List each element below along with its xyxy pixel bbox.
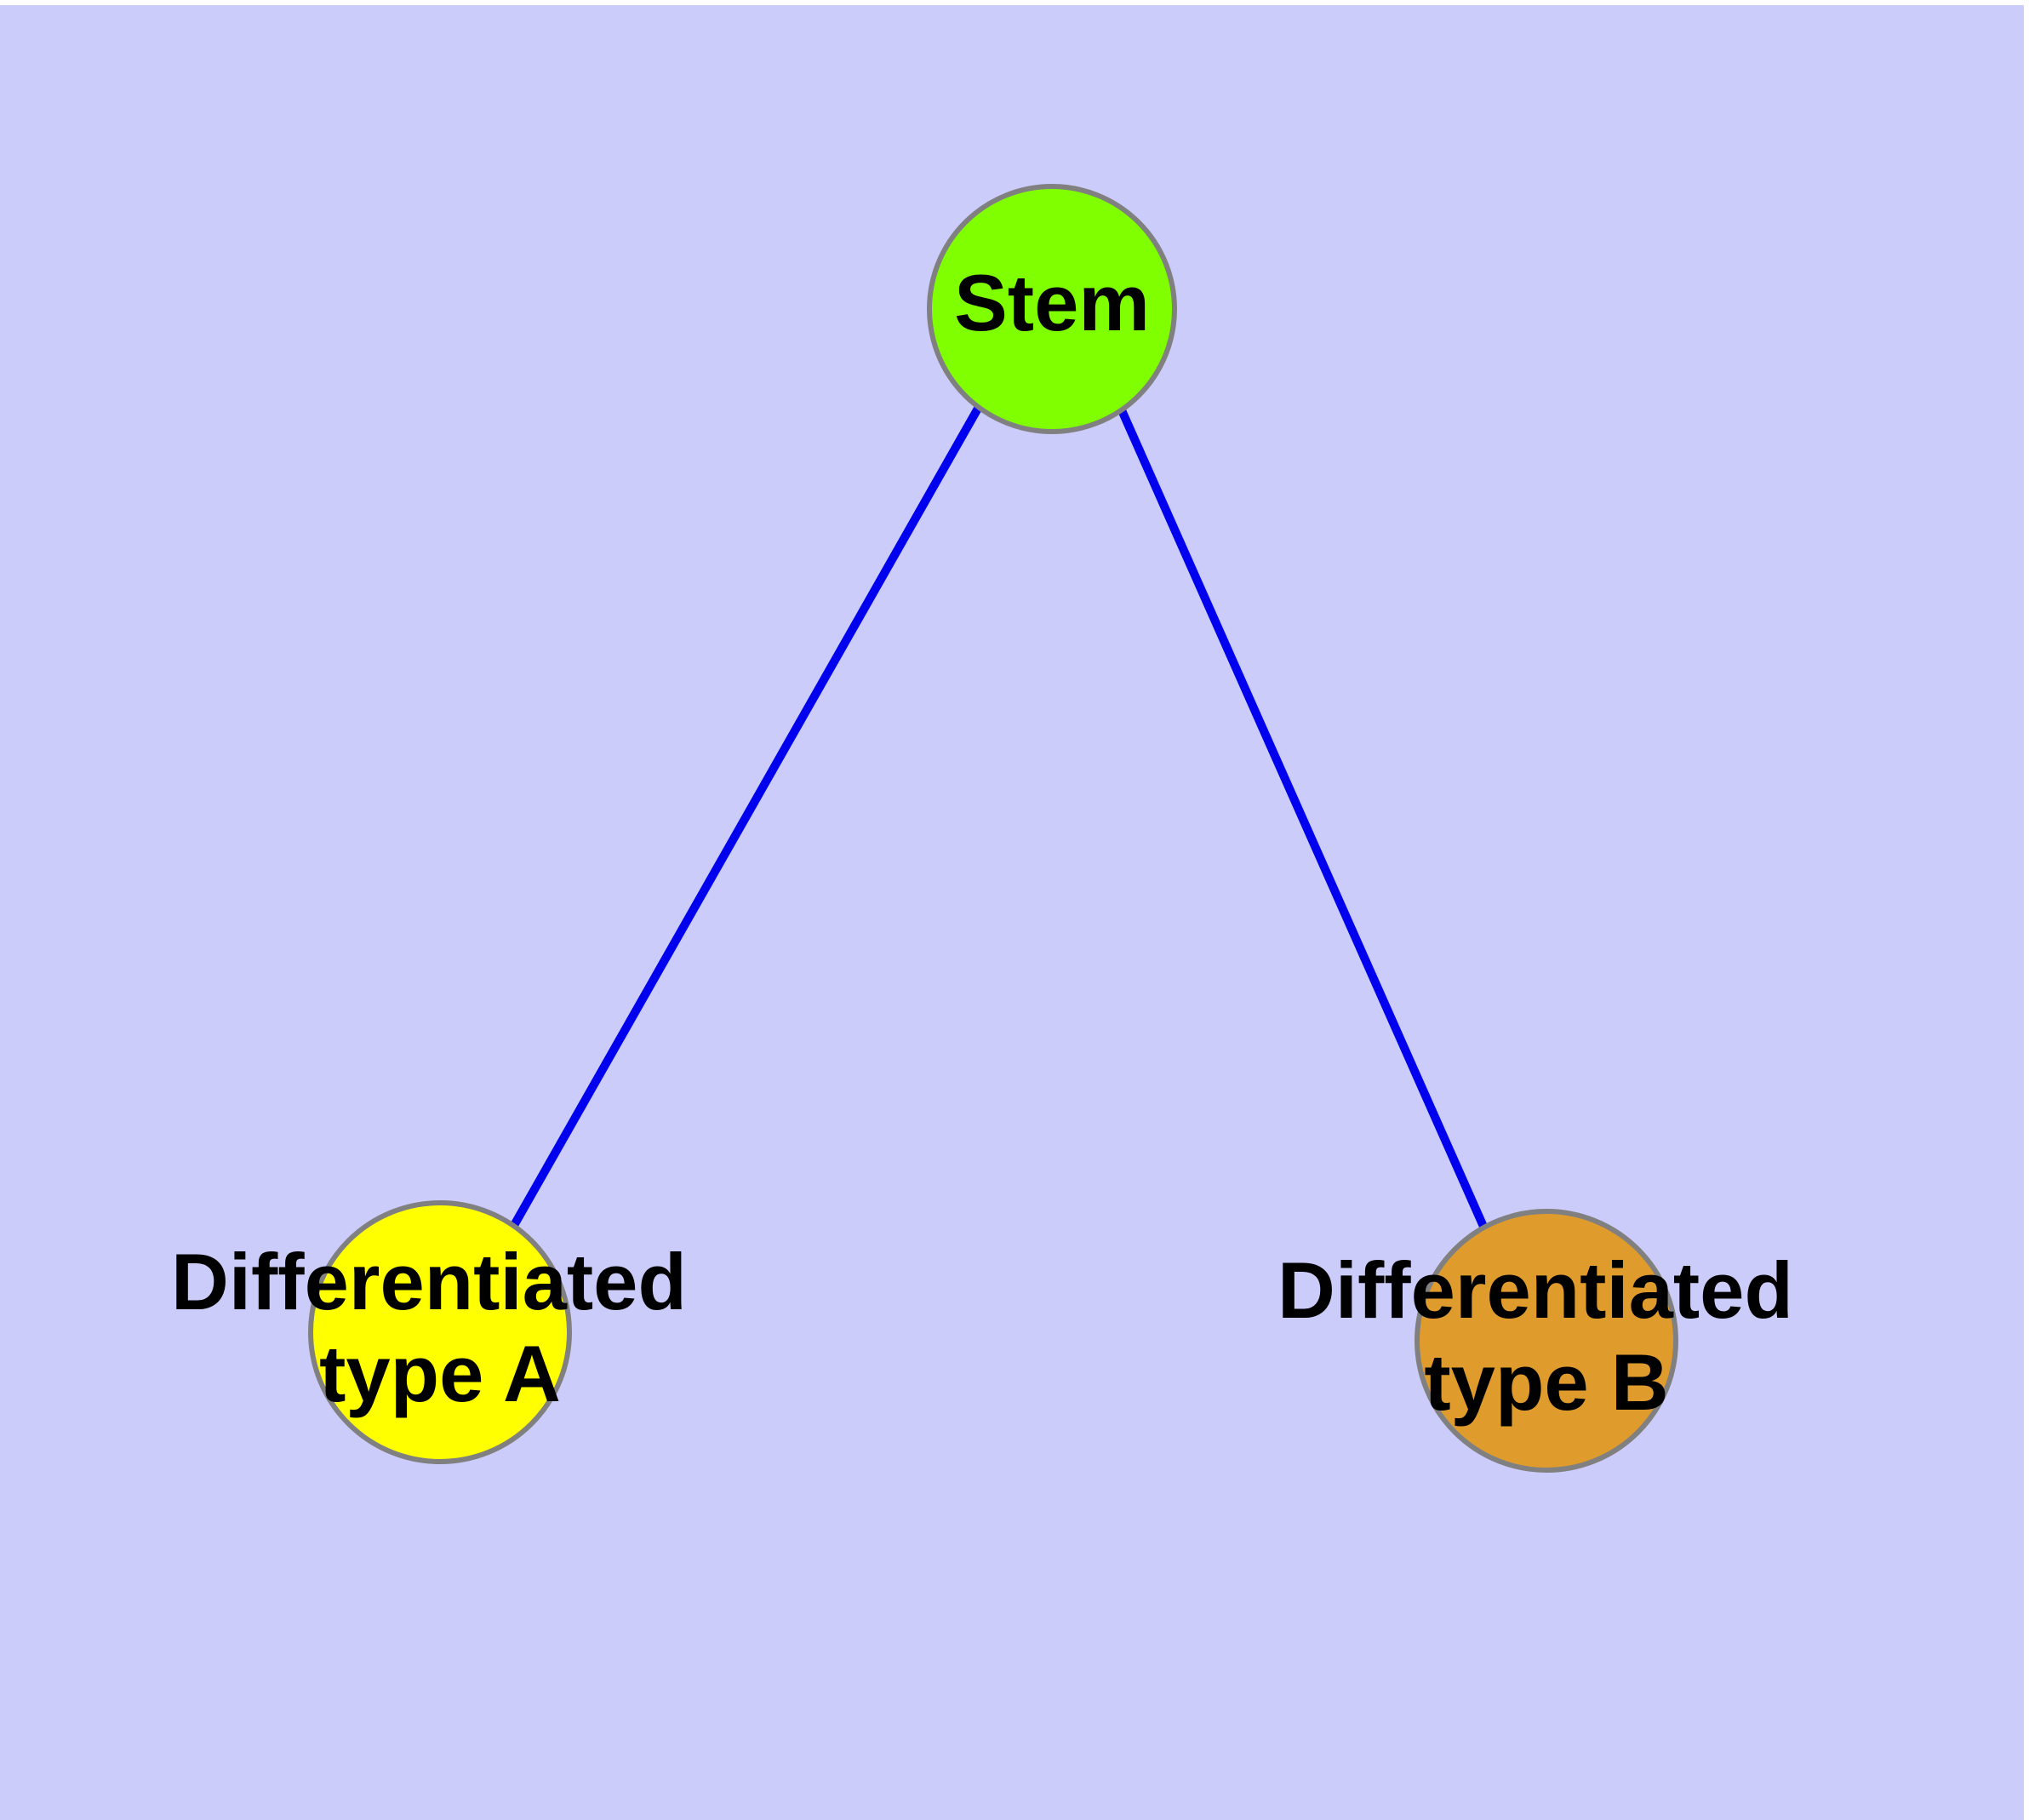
node-label-diff-b: Differentiated type B [1277,1245,1815,1427]
node-label-diff-b-line2: type B [1424,1337,1668,1427]
node-label-diff-a: Differentiated type A [171,1237,709,1418]
node-label-stem-line1: Stem [954,258,1150,347]
edge-stem-to-diff-b[interactable] [1117,408,1489,1231]
edge-layer [505,404,1489,1237]
label-layer: Stem Differentiated type A Differentiate… [171,258,1815,1427]
node-label-diff-a-line2: type A [319,1329,561,1418]
node-circle-diff-b[interactable] [1415,1209,1678,1473]
node-circle-diff-a[interactable] [308,1200,572,1464]
node-layer [308,184,1678,1473]
node-label-diff-b-line1: Differentiated [1277,1245,1793,1335]
node-circle-stem[interactable] [927,184,1177,434]
node-label-diff-a-line1: Differentiated [171,1237,687,1326]
edge-stem-to-diff-a[interactable] [505,404,983,1237]
node-label-stem: Stem [954,258,1150,347]
